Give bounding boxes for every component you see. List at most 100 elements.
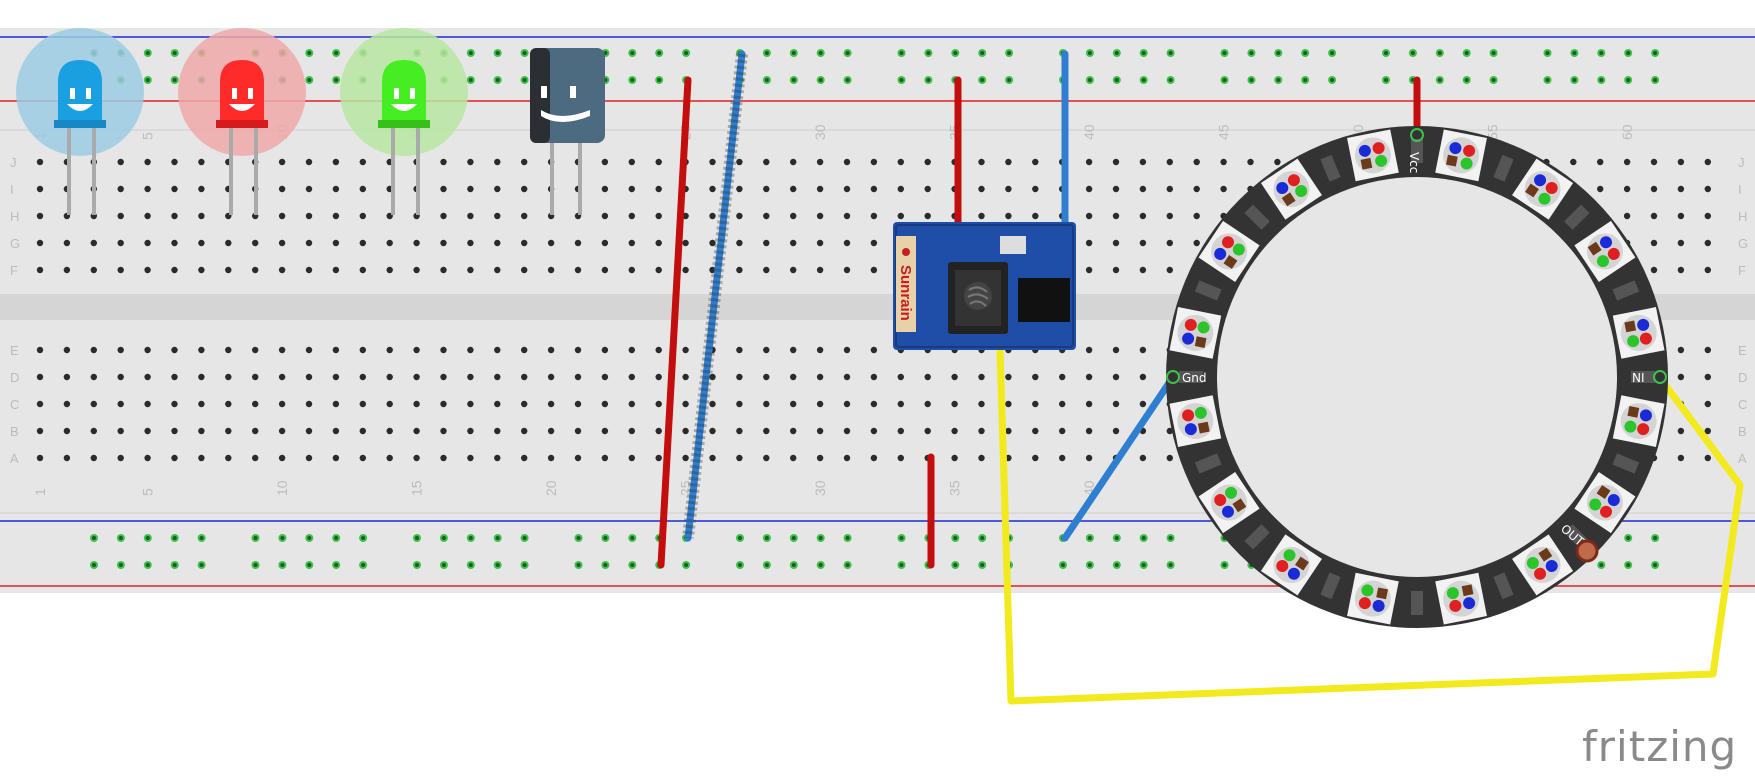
ring-spacer [1564, 204, 1590, 230]
rail-hole-core [495, 78, 500, 82]
breadboard-hole [1112, 212, 1120, 220]
breadboard-hole [709, 185, 716, 193]
breadboard-hole [574, 239, 582, 247]
breadboard-hole [278, 239, 286, 247]
column-number: 25 [678, 480, 694, 496]
breadboard-hole [655, 239, 662, 247]
breadboard-hole [736, 346, 743, 354]
breadboard-hole [763, 185, 770, 193]
breadboard-hole [1059, 454, 1066, 462]
breadboard-hole [467, 454, 474, 462]
breadboard-hole [655, 346, 662, 354]
breadboard-hole [736, 212, 743, 220]
rail-hole-core [1087, 78, 1092, 82]
breadboard-hole [332, 158, 340, 166]
breadboard-hole [736, 400, 743, 408]
neopixel-led [1169, 395, 1222, 447]
breadboard-hole [198, 212, 205, 220]
rail-hole-core [980, 563, 985, 567]
rail-hole-core [1384, 51, 1388, 55]
breadboard-hole [951, 400, 958, 408]
breadboard-hole [1112, 158, 1120, 166]
breadboard-hole [1139, 373, 1147, 381]
breadboard-hole [682, 400, 689, 408]
rail-hole-core [145, 51, 150, 55]
breadboard-hole [1085, 239, 1093, 247]
breadboard-hole [90, 239, 98, 247]
breadboard-hole [709, 454, 716, 462]
breadboard-hole [521, 400, 528, 408]
breadboard-hole [144, 400, 151, 408]
breadboard-hole [601, 454, 609, 462]
rail-hole-core [1141, 78, 1146, 82]
breadboard-hole [1677, 454, 1685, 462]
row-letter: D [10, 370, 19, 385]
yellow-wire-data [996, 346, 1744, 705]
breadboard-hole [36, 212, 44, 220]
breadboard-hole [628, 266, 635, 274]
breadboard-hole [440, 454, 447, 462]
rail-hole-core [791, 78, 796, 82]
breadboard-hole [682, 266, 689, 274]
neopixel-led [1260, 534, 1322, 596]
breadboard-hole [736, 266, 743, 274]
rail-hole-core [1653, 51, 1658, 55]
breadboard-hole [144, 373, 151, 381]
breadboard-hole [790, 185, 797, 193]
rail-hole-core [172, 536, 177, 540]
breadboard-hole [763, 266, 770, 274]
column-number: 45 [1216, 124, 1232, 140]
breadboard-hole [359, 346, 366, 354]
fritzing-watermark: fritzing [1582, 722, 1738, 771]
breadboard-hole [736, 239, 743, 247]
breadboard-hole [440, 266, 447, 274]
breadboard-hole [628, 427, 635, 435]
rail-hole-core [630, 51, 635, 55]
breadboard-hole [225, 427, 232, 435]
breadboard-hole [816, 185, 824, 193]
rail-hole-core [630, 78, 635, 82]
breadboard-hole [1112, 373, 1120, 381]
row-letter: F [1738, 263, 1746, 278]
rail-hole-core [415, 563, 419, 567]
breadboard-hole [628, 454, 635, 462]
rail-hole-core [953, 536, 958, 540]
ring-spacer [1244, 204, 1270, 230]
rail-hole-core [307, 536, 312, 540]
rail-hole-core [1303, 51, 1308, 55]
breadboard-hole [924, 400, 931, 408]
breadboard-hole [978, 427, 985, 435]
breadboard-hole [655, 212, 662, 220]
breadboard-hole [1032, 400, 1039, 408]
breadboard-hole [574, 346, 582, 354]
breadboard-hole [1166, 239, 1174, 247]
rail-hole-core [845, 536, 850, 540]
breadboard-hole [413, 400, 420, 408]
ring-pin-in-label: NI [1632, 371, 1645, 385]
red-wire-1 [657, 76, 692, 569]
rail-hole-core [307, 51, 312, 55]
breadboard-hole [924, 427, 931, 435]
neopixel-led [1347, 129, 1399, 182]
breadboard-hole [386, 400, 393, 408]
breadboard-hole [305, 346, 313, 354]
breadboard-hole [655, 454, 662, 462]
breadboard-hole [198, 346, 205, 354]
breadboard-hole [709, 266, 716, 274]
rail-hole-core [657, 78, 662, 82]
breadboard-hole [521, 373, 528, 381]
wires [657, 50, 1744, 705]
row-letter: J [1738, 155, 1745, 170]
column-number: 5 [140, 132, 156, 140]
breadboard-hole [305, 266, 313, 274]
breadboard-hole [924, 373, 931, 381]
rail-hole-core [738, 536, 742, 540]
rail-hole-core [818, 51, 823, 55]
breadboard-hole [305, 212, 313, 220]
breadboard-hole [144, 454, 151, 462]
rail-hole-core [576, 536, 581, 540]
breadboard-hole [870, 212, 878, 220]
breadboard-hole [144, 185, 151, 193]
column-number: 60 [1619, 124, 1635, 140]
rail-hole-core [1168, 51, 1173, 55]
